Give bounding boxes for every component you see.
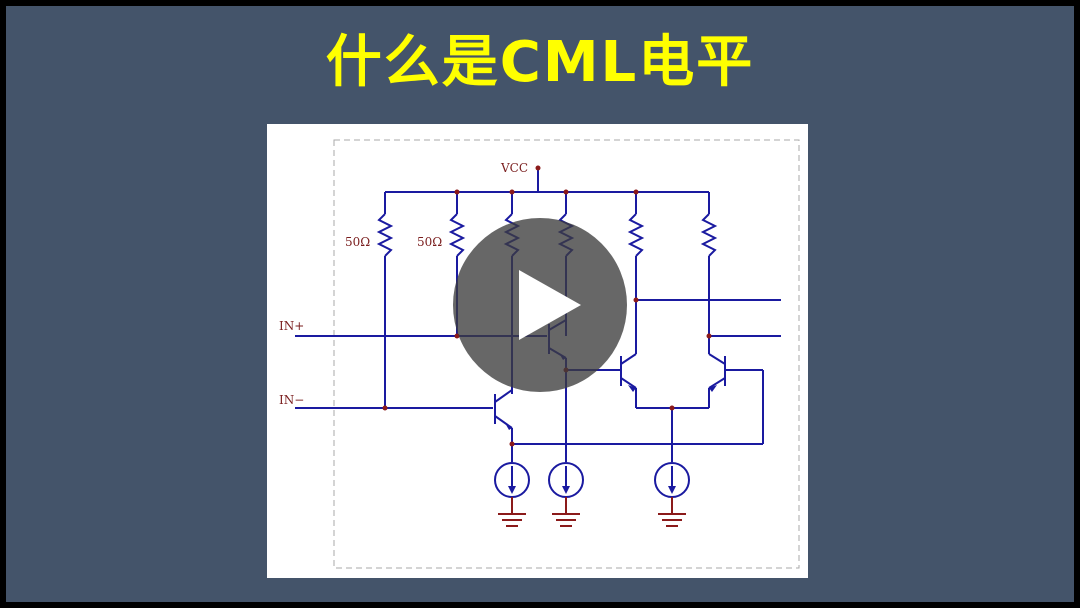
resistor-label-2: 50Ω [417,235,442,249]
circuit-diagram: VCC 50Ω 50Ω IN+ IN− [267,124,808,578]
dashed-boundary [333,139,800,569]
input-positive-label: IN+ [279,319,304,333]
play-button[interactable] [453,218,627,392]
resistor-label-1: 50Ω [345,235,370,249]
input-negative-label: IN− [279,393,304,407]
play-icon [519,270,581,340]
slide-title: 什么是CML电平 [325,30,755,95]
vcc-label: VCC [500,161,528,175]
ground-symbols [498,497,686,527]
